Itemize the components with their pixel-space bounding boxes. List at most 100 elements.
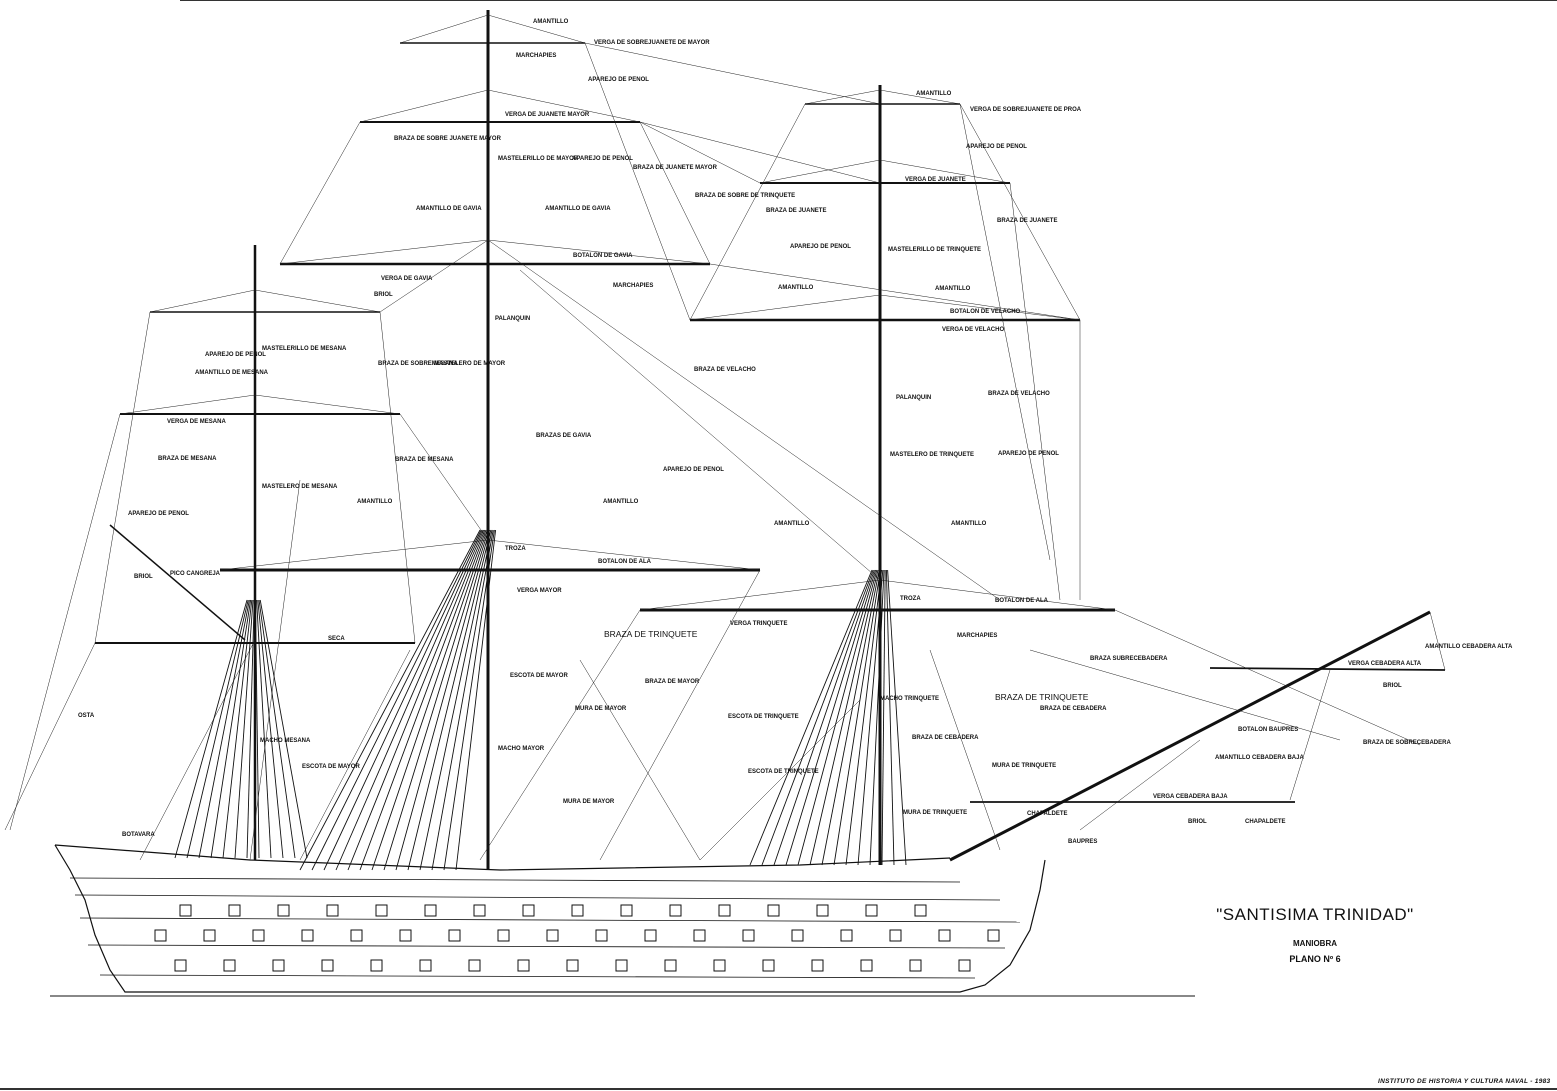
label-braza-cebadera: BRAZA DE CEBADERA [912,735,979,741]
shroud-line [299,529,481,871]
title-block: "SANTISIMA TRINIDAD" MANIOBRA PLANO Nº 6 [1205,905,1425,964]
rigging-line [1009,182,1061,601]
gunport [277,904,290,917]
label-amantillo-4: AMANTILLO [935,286,971,292]
rigging-lines [4,14,1446,861]
label-macho-mesana: MACHO MESANA [260,738,311,744]
gunport [644,929,657,942]
label-verga-juanete-mayor: VERGA DE JUANETE MAYOR [505,112,590,118]
rigging-line [639,121,881,184]
gunport [742,929,755,942]
shroud-line [359,529,487,871]
label-amantillo-cebadera-alta: AMANTILLO CEBADERA ALTA [1425,644,1513,650]
gunport [571,904,584,917]
label-briol-2: BRIOL [134,574,153,580]
gunport [203,929,216,942]
label-mastelerillo-trinquete: MASTELERILLO DE TRINQUETE [888,247,981,253]
top-border-line [180,0,1557,1]
rigging-line [487,239,1001,601]
gunport [228,904,241,917]
label-amantillo-gavia-l: AMANTILLO DE GAVIA [416,206,482,212]
rigging-line [359,89,489,123]
label-verga-cebadera-baja: VERGA CEBADERA BAJA [1153,794,1228,800]
fore-mast [640,85,1115,865]
label-botalon-velacho: BOTALON DE VELACHO [950,309,1021,315]
label-verga-trinquete: VERGA TRINQUETE [730,621,787,627]
label-braza-sobrejuanete-mayor: BRAZA DE SOBRE JUANETE MAYOR [394,136,502,142]
label-verga-mayor: VERGA MAYOR [517,588,562,594]
gunport [419,959,432,972]
rigging-line [959,103,1051,561]
label-braza-mesana-r: BRAZA DE MESANA [395,457,454,463]
rigging-line [94,311,151,644]
gunport [154,929,167,942]
shroud-line [881,569,886,866]
rigging-line [119,394,256,415]
label-aparejo-penol-3: APAREJO DE PENOL [128,511,189,517]
rigging-line [254,289,381,313]
label-mastelero-trinquete: MASTELERO DE TRINQUETE [890,452,974,458]
label-aparejo-penol-1: APAREJO DE PENOL [588,77,649,83]
label-amantillo-1: AMANTILLO [357,499,393,505]
rigging-line [487,539,761,571]
label-braza-mayor: BRAZA DE MAYOR [645,679,700,685]
label-amantillo-2: AMANTILLO [603,499,639,505]
rigging-line [689,103,806,321]
label-mura-mayor-2: MURA DE MAYOR [563,799,615,805]
label-pico-cangreja: PICO CANGREJA [170,571,221,577]
rigging-line [639,121,761,184]
rigging-line [639,121,711,265]
gunport [889,929,902,942]
label-braza-trinquete-r: BRAZA DE TRINQUETE [995,692,1089,702]
shroud-line [383,529,489,871]
rigging-line [9,413,121,831]
shroud-line [246,599,255,859]
shroud-line [797,569,878,866]
label-aparejo-penol-7: APAREJO DE PENOL [998,451,1059,457]
label-botalon-ala-2: BOTALON DE ALA [995,598,1049,604]
gunport [517,959,530,972]
rigging-line [1079,739,1201,831]
rigging-line [487,14,586,44]
gunport [958,959,971,972]
gunport [791,929,804,942]
shroud-line [419,529,493,871]
shroud-line [234,599,254,859]
gunport [252,929,265,942]
label-chapaldete-2: CHAPALDETE [1245,819,1286,825]
label-aparejo-penol-4: APAREJO DE PENOL [663,467,724,473]
label-braza-velacho-r: BRAZA DE VELACHO [988,391,1050,397]
gunport [620,904,633,917]
shroud-line [371,529,488,871]
label-botalon-baupres: BOTALON BAUPRES [1238,727,1298,733]
rigging-line [879,579,1116,611]
rigging-line [579,659,701,861]
label-marchapies-2: MARCHAPIES [957,633,997,639]
gunport [223,959,236,972]
label-marchapies-top: MARCHAPIES [516,53,556,59]
gunport [987,929,1000,942]
label-aparejo-penol-5: APAREJO DE PENOL [966,144,1027,150]
rigging-line [219,539,489,571]
label-troza-1: TROZA [505,546,526,552]
label-braza-subrecebadera: BRAZA SUBRECEBADERA [1090,656,1168,662]
label-mura-trinquete: MURA DE TRINQUETE [992,763,1056,769]
label-braza-sobremesana: BRAZA DE SOBREMESANA [378,361,458,367]
label-amantillo-6: AMANTILLO [951,521,987,527]
label-briol-3: BRIOL [1188,819,1207,825]
label-amantillo-3: AMANTILLO [778,285,814,291]
rigging-line [879,159,1011,184]
shroud-line [347,529,486,871]
label-amantillo-mesana: AMANTILLO DE MESANA [195,370,269,376]
rigging-line [399,413,489,541]
label-mastelerillo-mesana: MASTELERILLO DE MESANA [262,346,347,352]
shroud-line [869,569,885,866]
gunport [718,904,731,917]
rigging-line [249,479,301,861]
shroud-line [210,599,252,859]
gunport [938,929,951,942]
gunport [865,904,878,917]
gunport [669,904,682,917]
gunport [811,959,824,972]
rigging-line [149,289,256,313]
